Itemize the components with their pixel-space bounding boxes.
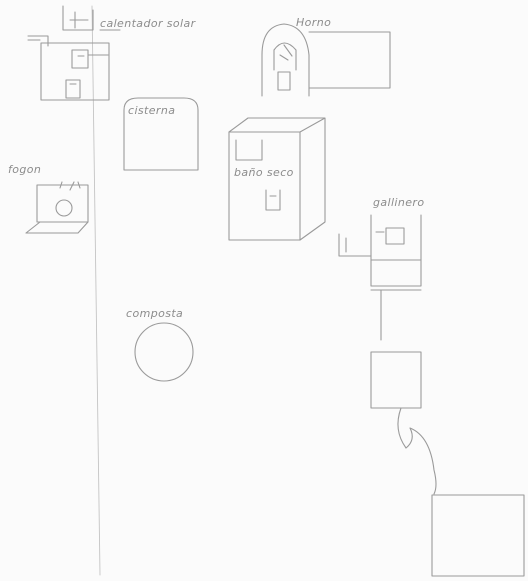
dry-toilet-roof: [229, 118, 325, 240]
dry-toilet-sketch: baño seco: [229, 118, 325, 240]
dome-oven-base-wall: [309, 32, 390, 88]
solar-heater-tank-legs: [66, 80, 80, 98]
dome-oven-door: [278, 72, 290, 90]
gallinero-bottom-box: [371, 352, 421, 408]
stove-top-slab: [26, 222, 88, 233]
solar-heater-inner-box: [72, 50, 108, 68]
cistern-label: cisterna: [128, 104, 175, 117]
stove-body: [37, 185, 88, 222]
gallinero-sketch: gallinero: [339, 196, 436, 494]
solar-heater-frame: [41, 43, 109, 100]
solar-heater-sketch: calentador solar: [28, 6, 197, 100]
dry-toilet-seat: [266, 190, 280, 210]
solar-heater-pipe: [28, 30, 120, 46]
solar-heater-panel: [63, 6, 93, 30]
gallinero-attachment: [339, 234, 371, 256]
compost-sketch: composta: [126, 307, 193, 381]
bottom-right-box: [432, 495, 524, 576]
bottom-right-box-sketch: [432, 495, 524, 576]
compost-label: composta: [126, 307, 183, 320]
stove-sketch: fogon: [8, 163, 88, 233]
dome-oven-sketch: Horno: [262, 16, 390, 96]
compost-pile: [135, 323, 193, 381]
stove-label: fogon: [8, 163, 41, 176]
gallinero-top-box: [371, 215, 421, 286]
cistern-sketch: cisterna: [124, 98, 198, 170]
dome-oven-label: Horno: [296, 16, 331, 29]
gallinero-label: gallinero: [373, 196, 424, 209]
dry-toilet-label: baño seco: [234, 166, 294, 179]
dry-toilet-window: [236, 140, 262, 160]
gallinero-lower-frame: [371, 260, 421, 340]
stove-chimney: [60, 182, 80, 190]
gallinero-hose: [398, 408, 436, 494]
gallinero-top-inner: [376, 228, 404, 244]
stove-burner: [56, 200, 72, 216]
dome-oven-shape: [262, 24, 309, 96]
solar-heater-label: calentador solar: [100, 17, 197, 30]
dry-toilet-front: [229, 132, 300, 240]
paper-margin-line: [92, 6, 100, 575]
dome-oven-arch: [274, 43, 296, 70]
